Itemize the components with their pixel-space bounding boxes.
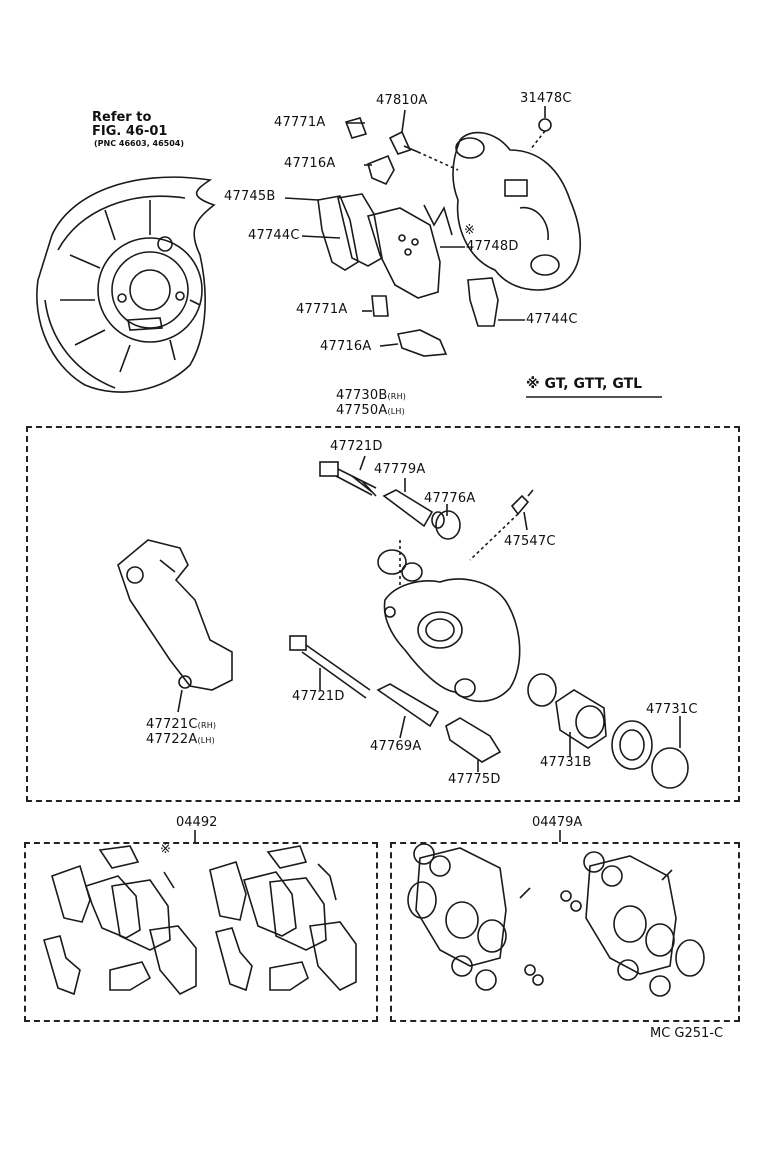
refer-note-line2: FIG. 46-01	[92, 124, 168, 139]
caliper-body-drawing	[377, 549, 521, 703]
assembly-small-parts	[289, 461, 689, 789]
assembly-leader-lines	[177, 455, 681, 772]
top-leader-lines	[284, 106, 546, 347]
assembly-title-lh-number: 47750A	[336, 403, 388, 418]
refer-note-line3: (PNC 46603, 46504)	[94, 139, 185, 148]
label-47721C-number: 47721C	[146, 717, 198, 732]
assembly-title-rh-suffix: (RH)	[387, 392, 407, 401]
assembly-title-rh-number: 47730B	[336, 388, 388, 403]
label-47748D: 47748D	[466, 239, 519, 254]
label-47716A-bottom: 47716A	[320, 339, 372, 354]
dust-cover-drawing	[36, 176, 216, 393]
label-seal-kit: 04479A	[532, 815, 583, 830]
top-caliper-drawing	[417, 118, 582, 291]
mark-47748D: ※	[464, 223, 476, 238]
assembly-title-lh: 47750A(LH)	[336, 404, 405, 419]
label-pad-kit: 04492	[176, 815, 218, 830]
refer-note-line1: Refer to	[92, 110, 152, 125]
label-47722A: 47722A(LH)	[146, 733, 215, 748]
pad-kit-mark: ※	[160, 842, 171, 857]
label-31478C: 31478C	[520, 91, 572, 106]
pad-kit-drawing	[42, 845, 357, 996]
applicability-legend: ※ GT, GTT, GTL	[526, 376, 643, 392]
label-47771A-top: 47771A	[274, 115, 326, 130]
label-47744C-left: 47744C	[248, 228, 300, 243]
seal-kit-drawing	[407, 843, 705, 997]
label-47771A-bottom: 47771A	[296, 302, 348, 317]
pad-kit-box	[24, 842, 378, 1022]
label-47721C: 47721C(RH)	[146, 718, 216, 733]
caliper-assembly-box	[26, 426, 740, 802]
footer-figure-code: MC G251-C	[650, 1026, 724, 1041]
label-47745B: 47745B	[224, 189, 276, 204]
label-47721C-suffix: (RH)	[197, 721, 217, 730]
label-47810A: 47810A	[376, 93, 428, 108]
assembly-title-lh-suffix: (LH)	[387, 407, 405, 416]
label-47547C: 47547C	[504, 534, 556, 549]
label-47744C-right: 47744C	[526, 312, 578, 327]
label-47731B: 47731B	[540, 755, 592, 770]
seal-kit-box	[390, 842, 740, 1022]
mounting-bracket-drawing	[117, 539, 233, 691]
label-47722A-suffix: (LH)	[197, 736, 215, 745]
top-pads-drawing	[317, 117, 499, 357]
assembly-title-rh: 47730B(RH)	[336, 389, 406, 404]
label-47769A: 47769A	[370, 739, 422, 754]
label-47716A-top: 47716A	[284, 156, 336, 171]
label-47775D: 47775D	[448, 772, 501, 787]
label-47721D-bottom: 47721D	[292, 689, 345, 704]
label-47722A-number: 47722A	[146, 732, 198, 747]
label-47776A: 47776A	[424, 491, 476, 506]
label-47779A: 47779A	[374, 462, 426, 477]
label-47721D-top: 47721D	[330, 439, 383, 454]
label-47731C: 47731C	[646, 702, 698, 717]
